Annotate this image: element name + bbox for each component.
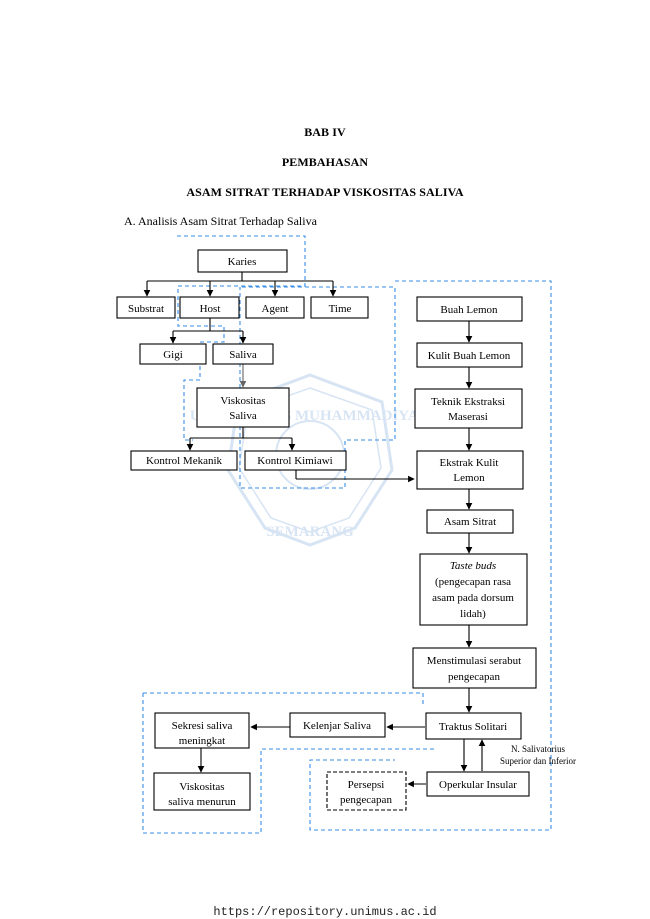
node-substrat: Substrat: [116, 296, 176, 319]
svg-text:Host: Host: [200, 303, 221, 315]
node-asam-sitrat: Asam Sitrat: [426, 509, 514, 534]
svg-text:Asam Sitrat: Asam Sitrat: [444, 516, 496, 528]
node-kulit-buah-lemon: Kulit Buah Lemon: [416, 342, 523, 368]
svg-text:Maserasi: Maserasi: [448, 411, 488, 423]
node-taste-buds: Taste buds (pengecapan rasa asam pada do…: [419, 553, 528, 626]
node-operkular-insular: Operkular Insular: [426, 771, 530, 797]
svg-text:saliva menurun: saliva menurun: [168, 796, 236, 808]
svg-text:Saliva: Saliva: [229, 410, 257, 422]
svg-text:Viskositas: Viskositas: [179, 781, 224, 793]
node-viskositas-menurun: Viskositas saliva menurun: [153, 772, 251, 811]
node-kelenjar-saliva: Kelenjar Saliva: [289, 712, 386, 738]
svg-text:Lemon: Lemon: [453, 472, 485, 484]
svg-text:Persepsi: Persepsi: [348, 779, 385, 791]
svg-text:Kontrol Kimiawi: Kontrol Kimiawi: [257, 455, 332, 467]
node-persepsi-pengecapan: Persepsi pengecapan: [326, 771, 407, 811]
svg-text:Saliva: Saliva: [229, 349, 257, 361]
svg-text:Viskositas: Viskositas: [220, 395, 265, 407]
note-nerve: N. Salivatorius Superior dan Inferior: [500, 744, 576, 766]
svg-text:Karies: Karies: [228, 256, 257, 268]
svg-text:Buah Lemon: Buah Lemon: [440, 304, 498, 316]
svg-text:Traktus Solitari: Traktus Solitari: [439, 721, 507, 733]
repository-url: https://repository.unimus.ac.id: [213, 905, 437, 919]
chapter-heading: BAB IV: [304, 125, 346, 139]
node-saliva: Saliva: [212, 343, 274, 365]
node-host: Host: [179, 296, 240, 319]
svg-text:pengecapan: pengecapan: [448, 671, 500, 683]
svg-text:Sekresi saliva: Sekresi saliva: [172, 720, 233, 732]
svg-text:Taste buds: Taste buds: [450, 560, 496, 572]
svg-text:(pengecapan rasa: (pengecapan rasa: [435, 576, 511, 588]
svg-text:pengecapan: pengecapan: [340, 794, 392, 806]
svg-text:Superior dan Inferior: Superior dan Inferior: [500, 756, 576, 766]
region-bottom-left: [142, 692, 435, 834]
svg-text:Kontrol Mekanik: Kontrol Mekanik: [146, 455, 223, 467]
dashed-regions: [142, 235, 552, 834]
node-time: Time: [310, 296, 369, 319]
svg-text:Operkular Insular: Operkular Insular: [439, 779, 517, 791]
node-kontrol-kimiawi: Kontrol Kimiawi: [244, 450, 347, 471]
diagram-edges: [143, 272, 486, 788]
page-title: ASAM SITRAT TERHADAP VISKOSITAS SALIVA: [186, 185, 464, 199]
section-heading: PEMBAHASAN: [281, 155, 369, 169]
subsection-heading: A. Analisis Asam Sitrat Terhadap Saliva: [124, 214, 317, 228]
svg-text:Time: Time: [329, 303, 352, 315]
svg-text:Ekstrak Kulit: Ekstrak Kulit: [440, 457, 499, 469]
watermark-text-bottom: SEMARANG: [266, 524, 354, 540]
node-traktus-solitari: Traktus Solitari: [425, 712, 522, 740]
node-viskositas-saliva: Viskositas Saliva: [196, 387, 290, 428]
node-sekresi-saliva: Sekresi saliva meningkat: [154, 712, 250, 749]
svg-text:meningkat: meningkat: [179, 735, 225, 747]
svg-text:Teknik Ekstraksi: Teknik Ekstraksi: [431, 396, 505, 408]
node-teknik-ekstraksi: Teknik Ekstraksi Maserasi: [414, 388, 523, 429]
svg-text:Menstimulasi serabut: Menstimulasi serabut: [427, 655, 521, 667]
svg-text:N. Salivatorius: N. Salivatorius: [511, 744, 565, 754]
region-right-column: [309, 280, 552, 831]
svg-text:Kelenjar Saliva: Kelenjar Saliva: [303, 720, 371, 732]
node-karies: Karies: [197, 249, 288, 273]
region-host-saliva: [177, 235, 306, 441]
svg-text:Agent: Agent: [262, 303, 289, 315]
node-buah-lemon: Buah Lemon: [416, 296, 523, 322]
svg-text:asam pada dorsum: asam pada dorsum: [432, 592, 514, 604]
svg-text:Kulit Buah Lemon: Kulit Buah Lemon: [428, 350, 511, 362]
node-agent: Agent: [245, 296, 305, 319]
node-kontrol-mekanik: Kontrol Mekanik: [130, 450, 238, 471]
svg-text:Substrat: Substrat: [128, 303, 164, 315]
node-menstimulasi: Menstimulasi serabut pengecapan: [412, 647, 537, 689]
svg-text:Gigi: Gigi: [163, 349, 183, 361]
svg-text:lidah): lidah): [460, 608, 486, 620]
node-gigi: Gigi: [139, 343, 207, 365]
node-ekstrak-kulit-lemon: Ekstrak Kulit Lemon: [416, 450, 524, 490]
